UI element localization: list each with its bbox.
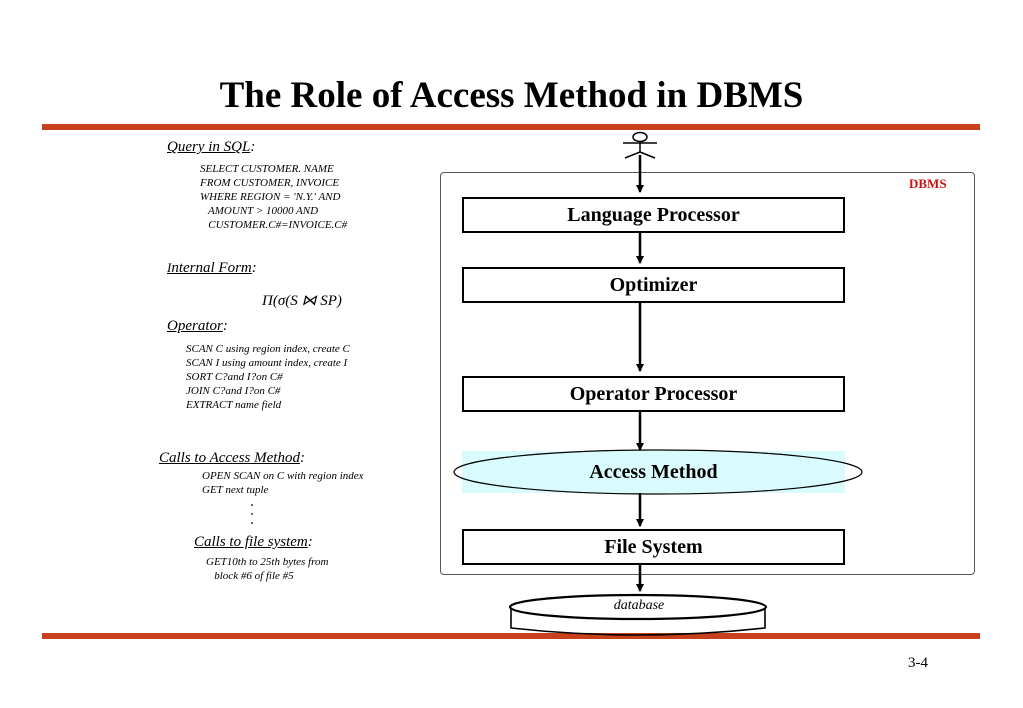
operator-label: Operator: bbox=[167, 318, 228, 334]
optimizer-box: Optimizer bbox=[462, 267, 845, 303]
access-method-ellipse bbox=[453, 449, 863, 495]
calls-access-text: OPEN SCAN on C with region index GET nex… bbox=[202, 470, 364, 496]
page-title: The Role of Access Method in DBMS bbox=[219, 75, 804, 116]
calls-file-text: GET10th to 25th bytes from block #6 of f… bbox=[206, 556, 329, 582]
dbms-frame bbox=[440, 172, 975, 575]
calls-file-label: Calls to file system: bbox=[194, 534, 313, 550]
relational-algebra-formula: Π(σ(S ⋈ SP) bbox=[262, 293, 342, 309]
access-method-label: Access Method bbox=[589, 461, 718, 483]
query-label: Query in SQL: bbox=[167, 139, 256, 155]
top-divider bbox=[42, 124, 980, 130]
continuation-dots bbox=[251, 504, 253, 524]
operator-processor-box: Operator Processor bbox=[462, 376, 845, 412]
dbms-label: DBMS bbox=[909, 176, 947, 191]
database-cylinder bbox=[508, 593, 768, 636]
file-system-box: File System bbox=[462, 529, 845, 565]
access-method-highlight bbox=[462, 451, 845, 493]
sql-query-text: SELECT CUSTOMER. NAME FROM CUSTOMER, INV… bbox=[200, 163, 348, 231]
internal-form-label: Internal Form: bbox=[167, 260, 257, 276]
bottom-divider bbox=[42, 633, 980, 639]
database-label: database bbox=[613, 598, 665, 613]
language-processor-box: Language Processor bbox=[462, 197, 845, 233]
page-number: 3-4 bbox=[908, 655, 928, 671]
user-icon bbox=[623, 131, 657, 159]
operator-steps-text: SCAN C using region index, create C SCAN… bbox=[186, 343, 350, 411]
calls-access-label: Calls to Access Method: bbox=[159, 450, 305, 466]
